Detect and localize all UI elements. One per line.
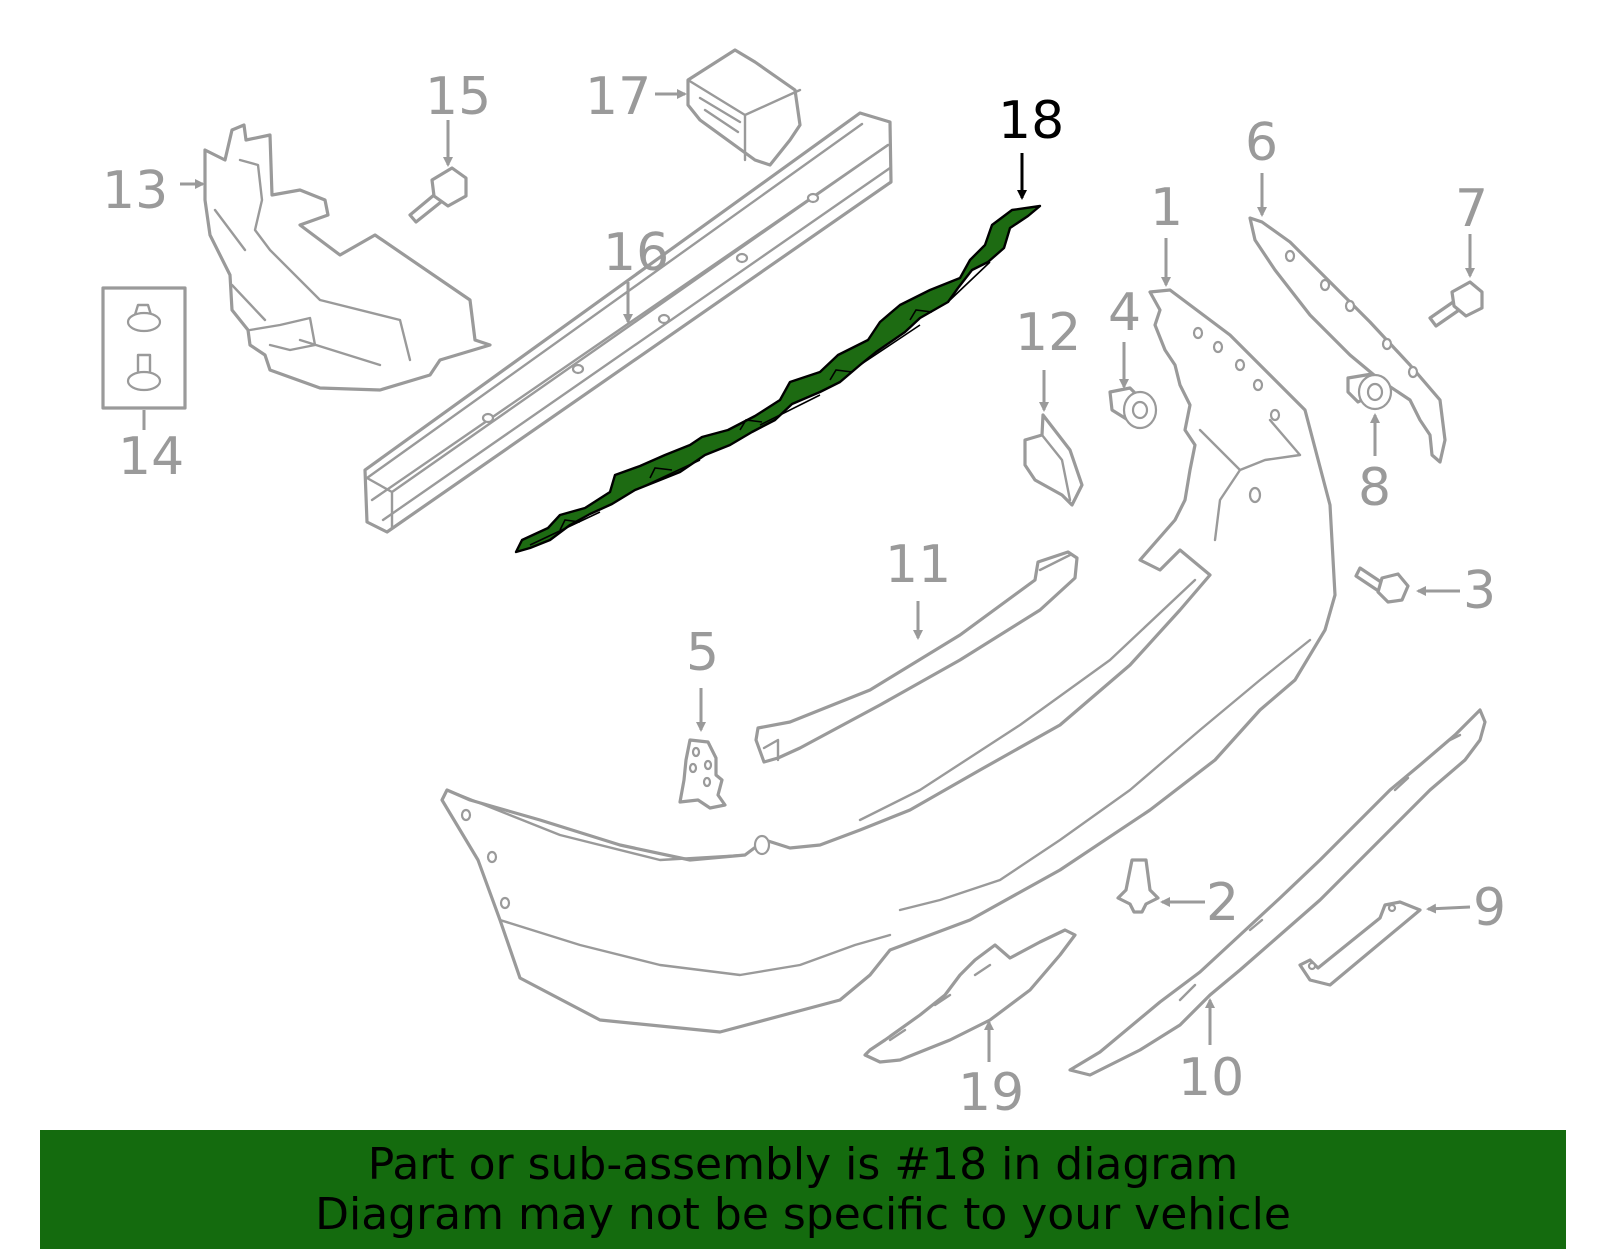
part-5-bracket[interactable] bbox=[678, 738, 727, 810]
callout-16: 16 bbox=[603, 223, 669, 283]
part-4-grommet[interactable] bbox=[1108, 386, 1158, 430]
callout-8: 8 bbox=[1358, 458, 1391, 518]
callout-5: 5 bbox=[686, 623, 719, 683]
banner-line-1: Part or sub-assembly is #18 in diagram bbox=[367, 1139, 1239, 1190]
part-3-bolt[interactable] bbox=[1354, 566, 1410, 604]
part-8-grommet[interactable] bbox=[1346, 372, 1393, 411]
info-banner: Part or sub-assembly is #18 in diagram D… bbox=[40, 1130, 1566, 1249]
part-6-side-bracket[interactable] bbox=[1248, 216, 1447, 464]
callout-11: 11 bbox=[885, 535, 951, 595]
callout-4: 4 bbox=[1108, 283, 1141, 343]
part-1-bumper-cover[interactable] bbox=[440, 288, 1337, 1034]
callout-1: 1 bbox=[1150, 178, 1183, 238]
callout-13: 13 bbox=[102, 161, 168, 221]
part-19-reflector-trim[interactable] bbox=[863, 928, 1077, 1064]
callout-18: 18 bbox=[998, 91, 1064, 151]
part-13-splash-shield[interactable] bbox=[203, 123, 492, 392]
leader-lines bbox=[142, 89, 1475, 1062]
part-7-bolt[interactable] bbox=[1428, 280, 1484, 328]
callout-15: 15 bbox=[425, 67, 491, 127]
part-11-upper-strip[interactable] bbox=[754, 550, 1079, 764]
callout-19: 19 bbox=[958, 1063, 1024, 1123]
callout-14: 14 bbox=[118, 427, 184, 487]
part-2-clip[interactable] bbox=[1116, 858, 1160, 914]
part-9-small-molding[interactable] bbox=[1298, 900, 1422, 987]
callout-12: 12 bbox=[1015, 303, 1081, 363]
part-14-clips[interactable] bbox=[101, 286, 187, 410]
callout-10: 10 bbox=[1178, 1048, 1244, 1108]
callout-3: 3 bbox=[1463, 561, 1496, 621]
callout-17: 17 bbox=[585, 67, 651, 127]
part-18-energy-absorber[interactable] bbox=[514, 204, 1042, 554]
callout-9: 9 bbox=[1473, 878, 1506, 938]
callout-7: 7 bbox=[1455, 179, 1488, 239]
callout-labels: 13 14 15 17 16 18 1 4 12 6 7 8 3 11 5 2 … bbox=[102, 67, 1506, 1123]
part-15-bolt[interactable] bbox=[408, 166, 468, 224]
banner-line-2: Diagram may not be specific to your vehi… bbox=[315, 1189, 1291, 1240]
part-10-lower-molding[interactable] bbox=[1068, 708, 1487, 1077]
part-12-bracket[interactable] bbox=[1023, 413, 1084, 507]
callout-6: 6 bbox=[1245, 113, 1278, 173]
part-17-canister[interactable] bbox=[686, 48, 802, 167]
callout-2: 2 bbox=[1206, 873, 1239, 933]
